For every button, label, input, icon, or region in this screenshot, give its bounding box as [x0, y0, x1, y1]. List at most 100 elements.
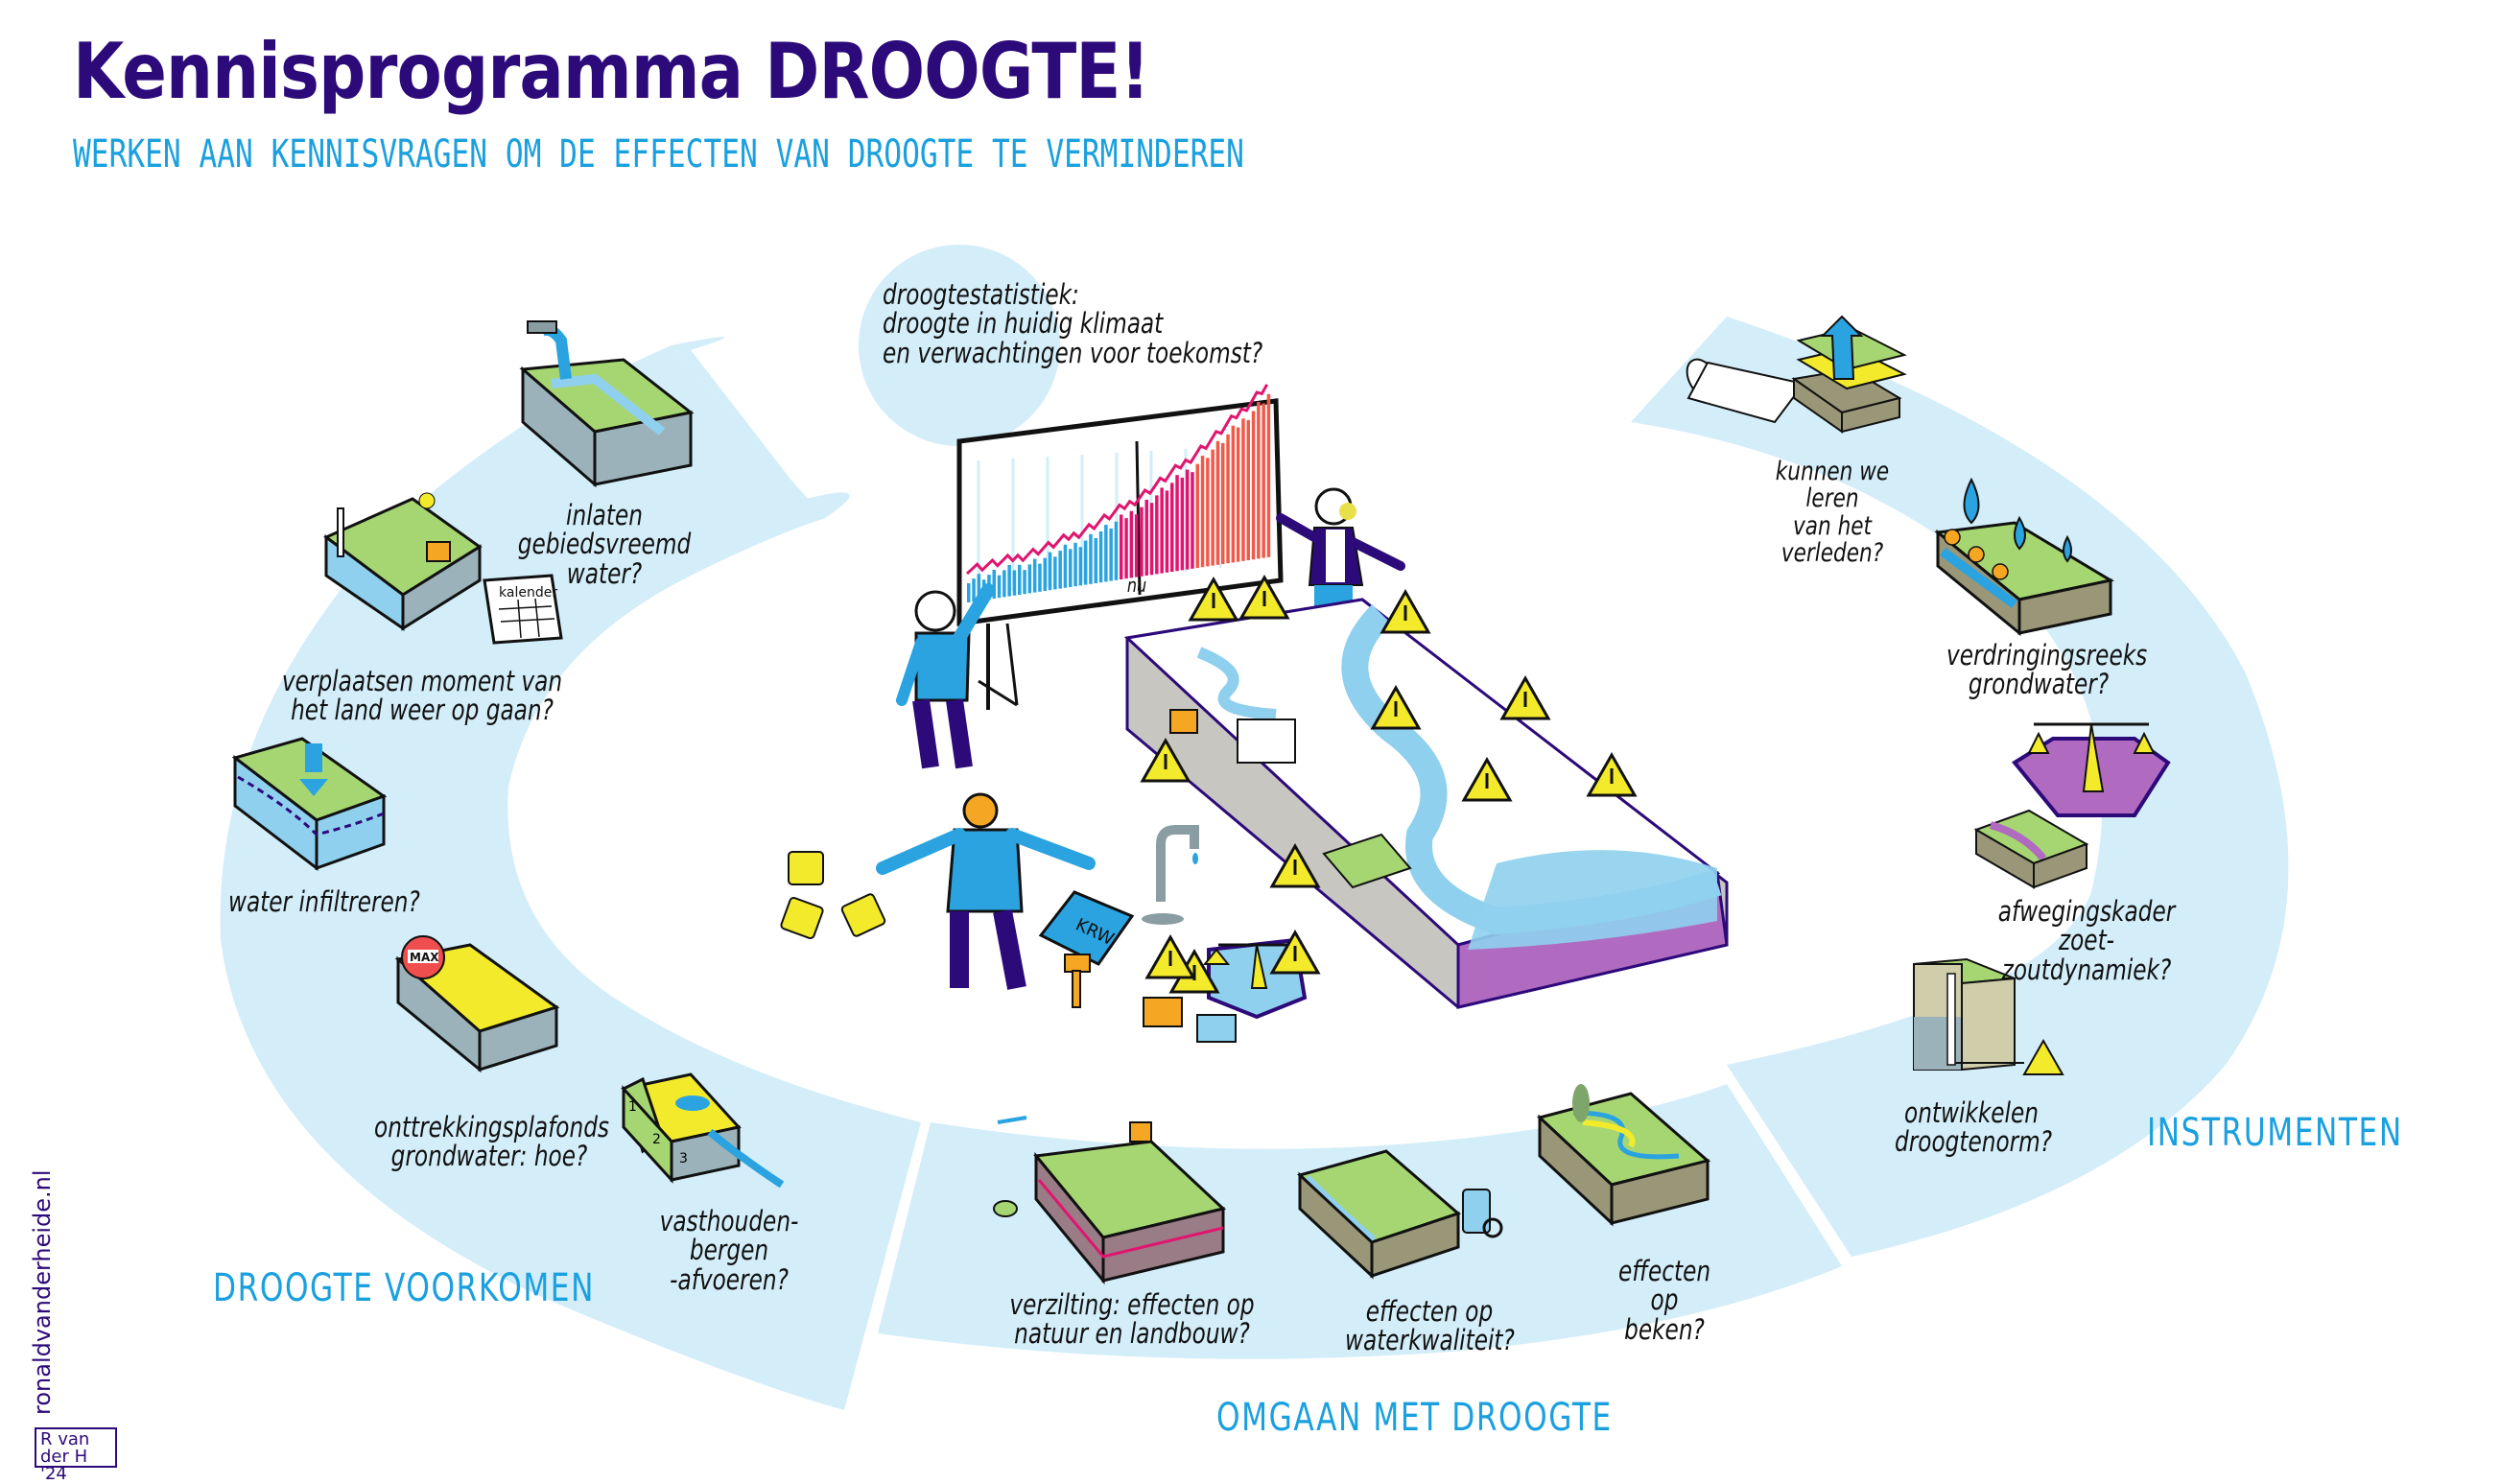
- item-water-infiltreren: water infiltreren?: [228, 885, 420, 918]
- chart-bar: [1048, 552, 1052, 591]
- section-label-droogte-voorkomen: DROOGTE VOORKOMEN: [213, 1266, 595, 1310]
- chart-bar: [1023, 570, 1026, 595]
- warning-icon: [1140, 737, 1191, 783]
- warning-triangles: [1140, 574, 1638, 994]
- tractor-calendar-block-icon: kalender: [323, 492, 563, 645]
- warning-icon: [1370, 684, 1422, 730]
- retain-store-drain-block-icon: 1 2 3: [621, 1072, 785, 1189]
- now-marker: [1135, 440, 1142, 596]
- chart-bar: [1221, 442, 1225, 564]
- chart-bar: [1160, 487, 1164, 574]
- section-label-omgaan-met-droogte: OMGAAN MET DROOGTE: [1216, 1396, 1613, 1440]
- water-quality-block-icon: [1297, 1149, 1503, 1280]
- chart-bar: [1215, 440, 1220, 565]
- chart-bar: [1191, 472, 1194, 569]
- chart-bar: [1149, 503, 1154, 576]
- artist-signature: R van der H '24: [35, 1427, 117, 1483]
- chart-bar: [1129, 510, 1134, 578]
- stream-block-icon: [1536, 1084, 1711, 1227]
- artist-website: ronaldvanderheide.nl: [29, 1169, 56, 1415]
- warning-icon: [1144, 933, 1196, 979]
- section-label-instrumenten: INSTRUMENTEN: [2147, 1111, 2403, 1155]
- chart-bar: [1124, 518, 1128, 579]
- warning-icon: [1499, 674, 1551, 720]
- warning-icon: [1586, 751, 1638, 797]
- chart-bar: [1140, 506, 1144, 577]
- salinization-block-icon: [993, 1116, 1227, 1285]
- chart-bar: [1134, 514, 1139, 577]
- chart-bar: [997, 575, 1002, 599]
- chart-bar: [1083, 540, 1088, 585]
- chart-bar: [1246, 419, 1250, 560]
- chart-bar: [967, 583, 971, 602]
- warning-icon: [1269, 929, 1321, 975]
- warning-icon: [1188, 576, 1239, 622]
- chart-bar: [1078, 547, 1083, 586]
- chart-now-label: nu: [1126, 574, 1147, 597]
- calendar-icon: kalender: [483, 574, 563, 645]
- chart-bar: [1175, 475, 1179, 572]
- chart-bar: [1206, 458, 1210, 567]
- chart-bar: [1120, 514, 1123, 579]
- chart-bar: [1195, 463, 1199, 568]
- warning-icon: [1461, 756, 1513, 802]
- chart-bar: [1038, 563, 1042, 592]
- chart-bar: [1266, 393, 1271, 557]
- chart-bar: [1262, 403, 1265, 558]
- chart-bar: [977, 574, 981, 601]
- tap-icon: [1142, 825, 1199, 925]
- chart-bar: [1231, 425, 1236, 563]
- chart-bar: [1251, 411, 1256, 560]
- svg-text:MAX: MAX: [410, 951, 439, 964]
- item-afwegingskader: afwegingskader zoet-zoutdynamiek?: [1997, 895, 2176, 986]
- chart-bar: [1018, 564, 1022, 595]
- chart-bar: [1043, 557, 1047, 591]
- chart-bar: [1053, 556, 1057, 590]
- item-beken: effecten op beken?: [1617, 1255, 1711, 1346]
- chart-bar: [1114, 521, 1119, 580]
- band-instrumenten: [1631, 317, 2289, 1257]
- scale-framework-icon: [1973, 722, 2171, 889]
- chart-bar: [1094, 537, 1097, 583]
- chart-bar: [1200, 456, 1205, 568]
- item-verplaatsen-moment: verplaatsen moment van het land weer op …: [281, 665, 563, 727]
- item-inlaten-gebiedsvreemd-water: inlaten gebiedsvreemd water?: [517, 499, 692, 590]
- infiltration-block-icon: [231, 737, 388, 872]
- chart-bar: [1211, 449, 1215, 566]
- warning-icon: [1269, 842, 1321, 888]
- presenter-man: [896, 583, 995, 769]
- chart-bar: [1185, 469, 1190, 570]
- band-droogte-voorkomen-top: [672, 337, 850, 518]
- warning-icon: [1238, 574, 1290, 620]
- page-title: Kennisprogramma DROOGTE!: [73, 27, 1150, 116]
- priority-order-block-icon: [1934, 477, 2115, 637]
- chart-bar: [1012, 570, 1017, 596]
- max-extraction-block-icon: MAX: [394, 935, 560, 1073]
- tap-inlet-block-icon: [519, 320, 695, 488]
- item-verzilting: verzilting: effecten op natuur en landbo…: [1009, 1288, 1255, 1351]
- chart-bar: [1027, 564, 1032, 594]
- chart-bar: [992, 569, 996, 599]
- chart-bar: [1104, 525, 1108, 582]
- chart-bar: [972, 578, 976, 602]
- item-vasthouden-bergen-afvoeren: vasthouden-bergen -afvoeren?: [659, 1205, 799, 1296]
- item-waterkwaliteit: effecten op waterkwaliteit?: [1345, 1295, 1515, 1357]
- chart-bar: [1257, 402, 1261, 559]
- page-subtitle: WERKEN AAN KENNISVRAGEN OM DE EFFECTEN V…: [73, 132, 1244, 177]
- puzzle-pieces-icon: [780, 851, 886, 940]
- chart-bar: [1032, 558, 1037, 593]
- svg-text:2: 2: [652, 1132, 661, 1147]
- item-leren-van-verleden: kunnen we leren van het verleden?: [1775, 457, 1890, 569]
- chart-bar: [1002, 570, 1006, 598]
- groundwater-gauge-icon: [1913, 957, 2064, 1075]
- chart-bar: [1073, 542, 1077, 587]
- chart-bar: [1236, 427, 1240, 562]
- item-onttrekkingsplafonds: onttrekkingsplafonds grondwater: hoe?: [374, 1111, 610, 1173]
- center-question: droogtestatistiek: droogte in huidig kli…: [883, 278, 1263, 369]
- chart-trend-line: [965, 384, 1269, 576]
- krw-book-icon: KRW: [1038, 890, 1135, 1008]
- svg-text:1: 1: [628, 1099, 637, 1115]
- warning-icon: [1380, 588, 1431, 634]
- presenter-woman: [1276, 487, 1405, 614]
